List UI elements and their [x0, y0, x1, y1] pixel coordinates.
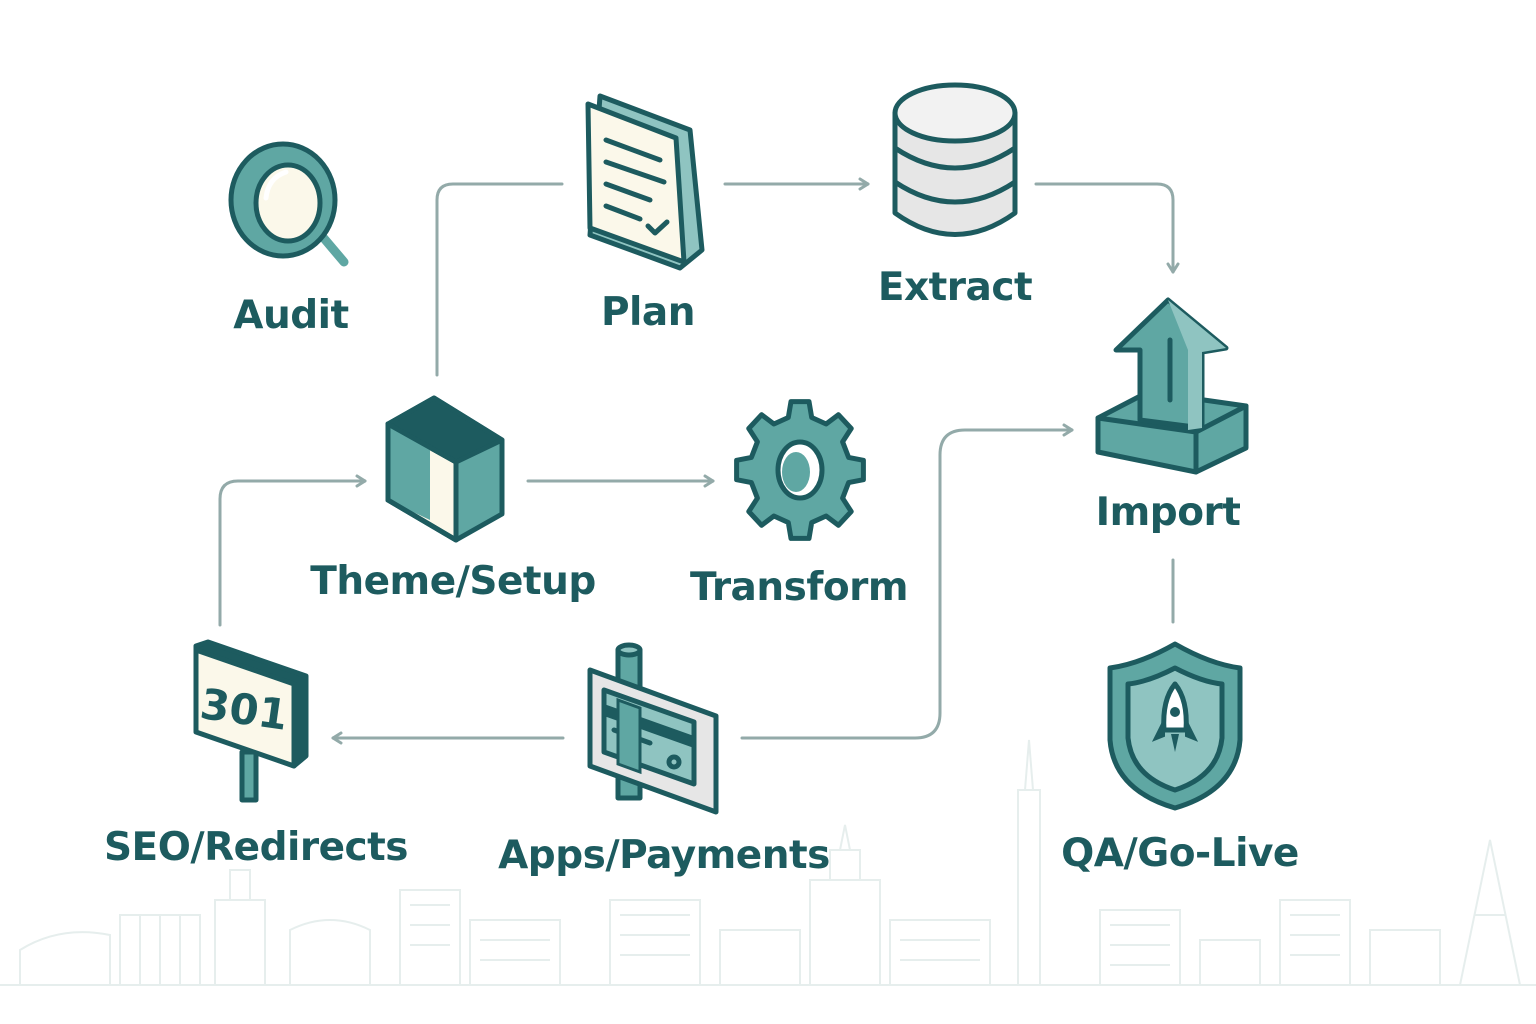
node-plan: Plan — [585, 93, 705, 335]
edge-theme-to-plan — [435, 182, 564, 377]
cube-icon — [385, 395, 505, 543]
magnifier-icon — [228, 141, 349, 267]
upload-arrow-icon — [1095, 297, 1249, 475]
document-checklist-icon — [585, 93, 705, 271]
node-label: Plan — [601, 290, 695, 335]
node-apps: Apps/Payments — [498, 642, 830, 878]
node-qa: QA/Go-Live — [1061, 641, 1299, 876]
database-icon — [892, 82, 1018, 237]
node-transform: Transform — [690, 399, 908, 610]
edge-seo-to-theme — [218, 474, 367, 627]
card-sign-icon — [587, 642, 719, 815]
node-label: Import — [1096, 490, 1241, 535]
node-theme: Theme/Setup — [310, 395, 596, 604]
sign-text: 301 — [197, 679, 291, 740]
node-label: Transform — [690, 565, 908, 610]
node-label: SEO/Redirects — [104, 825, 408, 870]
node-label: Theme/Setup — [310, 559, 596, 604]
node-label: Audit — [233, 293, 348, 338]
sign-301-icon: 301 — [193, 639, 309, 803]
gear-icon — [734, 399, 866, 541]
edge-apps-to-import — [740, 423, 1074, 740]
node-label: QA/Go-Live — [1061, 831, 1299, 876]
shield-rocket-icon — [1107, 641, 1243, 811]
connectors — [218, 177, 1180, 745]
node-audit: Audit — [228, 141, 349, 338]
node-label: Extract — [878, 265, 1032, 310]
node-import: Import — [1095, 297, 1249, 535]
edge-extract-to-import — [1034, 182, 1180, 274]
node-extract: Extract — [878, 82, 1033, 310]
skyline-background — [0, 739, 1536, 986]
node-seo: 301 SEO/Redirects — [104, 639, 409, 870]
node-label: Apps/Payments — [498, 833, 830, 878]
